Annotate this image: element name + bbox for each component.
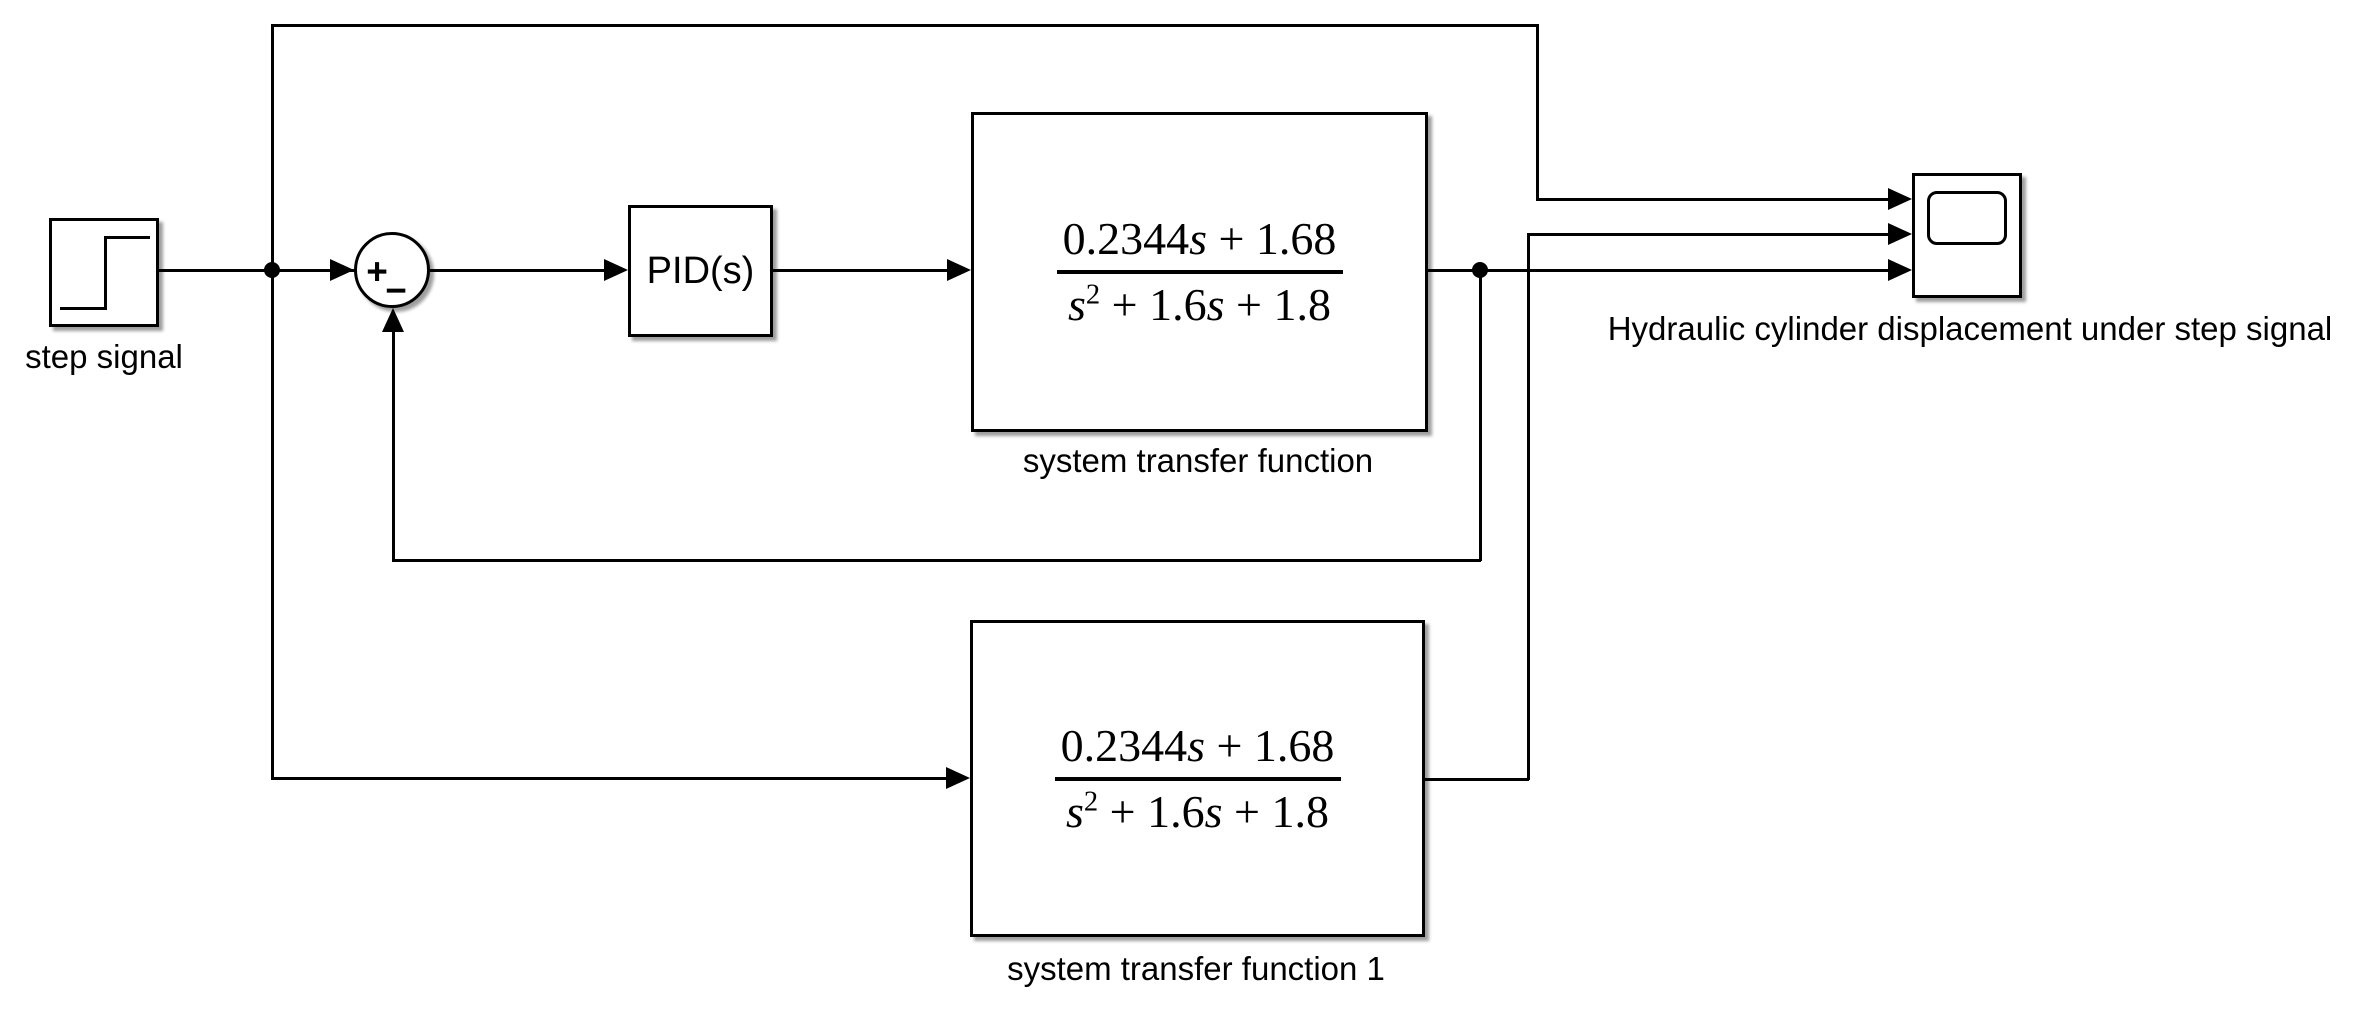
tf1-numerator: 0.2344s + 1.68	[1062, 213, 1337, 265]
transfer-fcn-1-equation: 0.2344s + 1.68 s2 + 1.6s + 1.8	[1056, 213, 1343, 330]
wire-feedback-up	[392, 331, 395, 561]
wire-pid-to-tf1	[773, 269, 948, 272]
wire-step-top-up	[271, 25, 274, 270]
tf2-fraction-bar	[1054, 776, 1341, 781]
wire-step-to-tf2	[271, 777, 947, 780]
transfer-fcn-2-label: system transfer function 1	[1007, 950, 1385, 987]
wire-step-to-sum	[159, 269, 355, 272]
arrowhead-scope-input1-icon	[1888, 188, 1912, 210]
arrowhead-sum-input-icon	[330, 259, 354, 281]
scope-screen-icon	[1927, 191, 2007, 245]
step-block-label: step signal	[25, 338, 183, 375]
sum-junction-block[interactable]: + −	[354, 232, 430, 311]
wire-tf1-to-scope	[1428, 269, 1889, 272]
transfer-fcn-block-1[interactable]: 0.2344s + 1.68 s2 + 1.6s + 1.8	[971, 112, 1428, 432]
wire-feedback-horizontal	[392, 559, 1481, 562]
arrowhead-scope-input3-icon	[1888, 259, 1912, 281]
scope-block[interactable]	[1912, 173, 2022, 298]
wire-tf2-output	[1425, 778, 1529, 781]
tf2-numerator: 0.2344s + 1.68	[1060, 719, 1335, 771]
wire-tf2-to-scope	[1527, 233, 1889, 236]
wire-sum-to-pid	[430, 269, 605, 272]
arrowhead-tf2-input-icon	[946, 767, 970, 789]
minus-sign: −	[385, 270, 407, 311]
wire-step-to-scope	[1536, 198, 1889, 201]
arrowhead-scope-input2-icon	[1888, 223, 1912, 245]
wire-feedback-down	[1479, 270, 1482, 561]
wire-tf2-up	[1527, 234, 1530, 780]
wire-step-branch-down	[271, 270, 274, 779]
arrowhead-tf1-input-icon	[947, 259, 971, 281]
wire-step-top-horizontal	[271, 24, 1539, 27]
tf2-denominator: s2 + 1.6s + 1.8	[1066, 785, 1329, 837]
transfer-fcn-2-equation: 0.2344s + 1.68 s2 + 1.6s + 1.8	[1054, 719, 1341, 837]
arrowhead-pid-input-icon	[604, 259, 628, 281]
wire-step-top-down	[1536, 24, 1539, 200]
step-source-block[interactable]	[49, 218, 159, 327]
plus-sign: +	[366, 251, 388, 292]
pid-block-label: PID(s)	[646, 249, 755, 292]
transfer-fcn-block-2[interactable]: 0.2344s + 1.68 s2 + 1.6s + 1.8	[970, 620, 1425, 937]
arrowhead-sum-feedback-icon	[382, 308, 404, 332]
transfer-fcn-1-label: system transfer function	[1022, 442, 1374, 479]
scope-block-label: Hydraulic cylinder displacement under st…	[1607, 310, 2333, 347]
tf1-fraction-bar	[1056, 270, 1343, 274]
pid-controller-block[interactable]: PID(s)	[628, 205, 773, 337]
tf1-denominator: s2 + 1.6s + 1.8	[1068, 279, 1331, 330]
